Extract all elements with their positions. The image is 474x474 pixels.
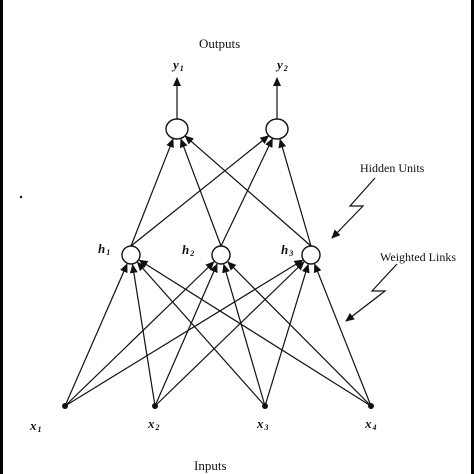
link-x2-h1 — [129, 263, 156, 407]
link-x4-h2 — [227, 261, 372, 407]
link-x4-h3 — [313, 263, 372, 407]
input-node-x1 — [62, 403, 68, 409]
outputs-heading: Outputs — [199, 36, 241, 51]
input-node-x3 — [262, 403, 268, 409]
hidden-node-h2 — [211, 245, 231, 265]
input-label-x4: x4 — [365, 416, 377, 432]
link-h1-y1 — [130, 138, 174, 247]
link-h2-y2 — [220, 137, 273, 247]
scan-speck — [19, 195, 23, 199]
hidden-node-h3 — [301, 245, 321, 265]
input-node-x4 — [368, 403, 374, 409]
output-node-y1 — [165, 118, 189, 140]
link-x3-h2 — [222, 263, 266, 407]
weighted-links-annotation: Weighted Links — [380, 250, 457, 264]
input-node-x2 — [152, 403, 158, 409]
link-x3-h1 — [136, 261, 266, 407]
link-x2-h3 — [154, 261, 305, 407]
input-label-x2: x2 — [148, 416, 160, 432]
link-h2-y1 — [179, 138, 222, 247]
hidden-units-pointer — [331, 177, 376, 239]
link-x1-h3 — [64, 259, 304, 407]
output-label-y2: y2 — [277, 57, 288, 73]
link-h3-y2 — [278, 138, 312, 247]
link-x3-h3 — [264, 263, 310, 407]
input-label-x1: x1 — [30, 418, 42, 434]
link-x4-h1 — [138, 259, 372, 407]
link-x2-h2 — [154, 263, 218, 407]
hidden-node-h1 — [121, 245, 141, 265]
hidden-label-h2: h2 — [182, 242, 195, 258]
diagram-canvas: Outputs Inputs Hidden Units Weighted Lin… — [3, 0, 471, 474]
hidden-units-annotation: Hidden Units — [360, 161, 425, 175]
link-x1-h2 — [64, 261, 215, 407]
output-node-y2 — [265, 118, 289, 140]
hidden-label-h1: h1 — [98, 241, 111, 257]
weighted-links-pointer — [345, 263, 398, 322]
output-label-y1: y1 — [173, 57, 184, 73]
input-label-x3: x3 — [257, 416, 269, 432]
hidden-label-h3: h3 — [281, 242, 294, 258]
inputs-heading: Inputs — [194, 458, 227, 473]
link-x1-h1 — [64, 263, 128, 407]
network-diagram — [19, 77, 398, 409]
link-h3-y1 — [184, 135, 312, 247]
